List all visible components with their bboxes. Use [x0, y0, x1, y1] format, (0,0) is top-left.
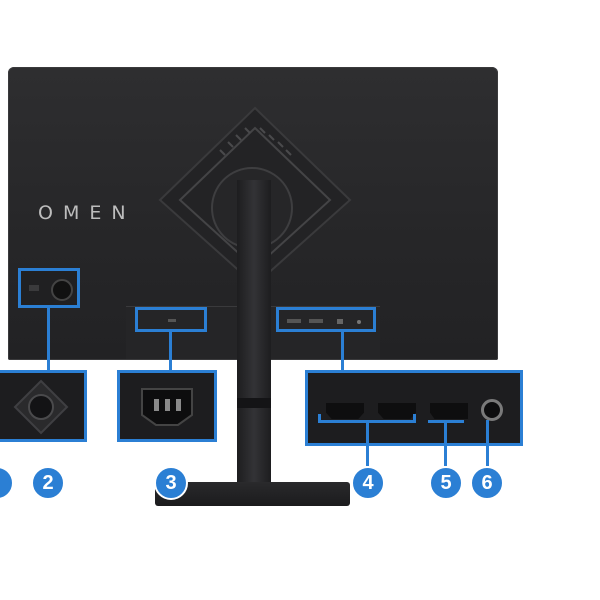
leader-line-3: [169, 332, 172, 372]
power-zone-highlight: [135, 307, 207, 332]
bracket-right-hdmi: [413, 414, 416, 423]
leader-line-6: [486, 420, 489, 466]
number-badge-6: 6: [470, 466, 504, 500]
number-badge-5: 5: [429, 466, 463, 500]
button-small-icon: [29, 285, 39, 291]
stand-neck: [237, 180, 271, 485]
leader-line-2: [47, 308, 50, 372]
leader-line-4-top: [341, 332, 344, 372]
joystick-small-icon: [51, 279, 73, 301]
number-badge-4: 4: [351, 466, 385, 500]
number-badge-1-partial: [0, 466, 14, 500]
number-badge-2: 2: [31, 466, 65, 500]
audio-small-icon: [357, 320, 361, 324]
number-badge-3: 3: [154, 466, 188, 500]
displayport-icon: [430, 403, 468, 419]
leader-line-5: [444, 423, 447, 466]
joystick-icon: [13, 379, 69, 435]
joystick-zone-highlight: [18, 268, 80, 308]
callout-box-io: [305, 370, 523, 446]
io-ports-zone-highlight: [276, 307, 376, 332]
hdmi-port-2-icon: [378, 403, 416, 419]
hdmi-port-1-icon: [326, 403, 364, 419]
power-connector-icon: [138, 385, 196, 429]
omen-logo: OMEN: [38, 202, 136, 224]
dp-small-icon: [337, 319, 343, 324]
power-port-small-icon: [168, 319, 176, 322]
bracket-left-hdmi: [318, 414, 321, 423]
stand-neck-joint: [237, 398, 271, 408]
callout-box-power: [117, 370, 217, 442]
hdmi-small-icon-1: [287, 319, 301, 323]
hdmi-small-icon-2: [309, 319, 323, 323]
audio-jack-icon: [481, 399, 503, 421]
callout-box-joystick: [0, 370, 87, 442]
leader-line-4: [366, 423, 369, 466]
